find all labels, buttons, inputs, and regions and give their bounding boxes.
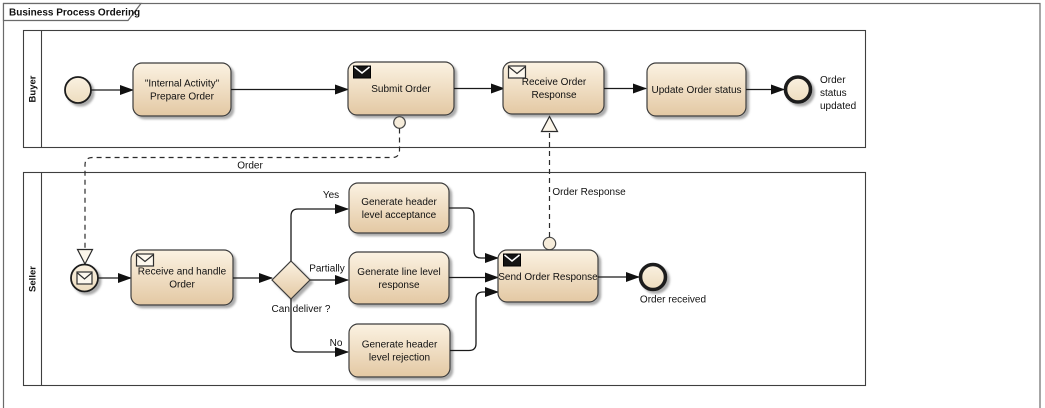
pool-buyer: Buyer <box>22 29 867 149</box>
end-event-seller[interactable] <box>638 262 668 292</box>
diagram-title-tab <box>2 2 143 22</box>
task-send-order-response-shape[interactable] <box>497 249 599 303</box>
pool-seller-border[interactable] <box>22 171 867 387</box>
pool-seller-label: Seller <box>28 266 39 292</box>
send-message-icon <box>503 253 521 267</box>
end-buyer-label-2: status <box>820 88 847 99</box>
task-prepare-order-label-1: "Internal Activity" <box>145 79 220 90</box>
message-flow-order[interactable] <box>84 128 401 249</box>
task-send-order-response-label: Send Order Response <box>498 272 598 283</box>
pool-seller: Seller <box>22 171 867 387</box>
task-update-order-status[interactable]: Update Order status <box>646 62 747 117</box>
message-flow-order-response-source-circle <box>542 236 557 251</box>
task-receive-handle-order-label-1: Receive and handle <box>138 267 227 278</box>
task-generate-acceptance-label-2: level acceptance <box>362 210 437 221</box>
sequence-flow-rejection-to-send[interactable] <box>450 287 499 352</box>
receive-message-icon <box>135 253 155 267</box>
task-prepare-order-shape[interactable] <box>132 62 232 117</box>
end-event-buyer[interactable] <box>783 75 813 104</box>
task-generate-line-response[interactable]: Generate line level response <box>348 251 450 305</box>
receive-message-icon <box>507 65 527 79</box>
task-generate-rejection-shape[interactable] <box>348 323 451 378</box>
message-start-event-seller[interactable] <box>70 263 99 293</box>
sequence-flow-acceptance-to-send[interactable] <box>449 207 499 263</box>
message-start-envelope-icon <box>76 271 93 285</box>
task-submit-order[interactable]: Submit Order <box>347 61 455 116</box>
message-flow-order-response-label: Order Response <box>552 187 626 198</box>
task-receive-handle-order[interactable]: Receive and handle Order <box>130 249 234 306</box>
task-receive-order-response-label-1: Receive Order <box>522 77 587 88</box>
task-generate-line-response-label-1: Generate line level <box>357 267 440 278</box>
task-generate-rejection[interactable]: Generate header level rejection <box>348 323 451 378</box>
task-prepare-order-label-2: Prepare Order <box>150 92 215 103</box>
task-prepare-order[interactable]: "Internal Activity" Prepare Order <box>132 62 232 117</box>
start-event-buyer[interactable] <box>64 76 92 104</box>
diagram-title: Business Process Ordering <box>9 8 140 19</box>
sequence-flow-yes-label: Yes <box>323 190 339 201</box>
task-submit-order-label: Submit Order <box>371 84 431 95</box>
message-flow-order-arrowhead <box>76 248 94 266</box>
task-generate-line-response-shape[interactable] <box>348 251 450 305</box>
task-generate-acceptance[interactable]: Generate header level acceptance <box>348 182 450 234</box>
message-flow-order-label-bg <box>231 159 269 171</box>
task-receive-order-response-label-2: Response <box>531 90 576 101</box>
task-generate-rejection-label-2: level rejection <box>369 353 430 364</box>
end-buyer-label-1: Order <box>820 75 846 86</box>
message-flow-order-response-arrowhead <box>540 115 559 133</box>
task-update-order-status-label: Update Order status <box>651 85 741 96</box>
task-generate-acceptance-shape[interactable] <box>348 182 450 234</box>
task-generate-acceptance-label-1: Generate header <box>361 197 437 208</box>
task-receive-order-response[interactable]: Receive Order Response <box>502 61 605 115</box>
gateway-can-deliver-label: Can deliver ? <box>272 304 331 315</box>
pool-buyer-label: Buyer <box>28 75 39 102</box>
task-send-order-response[interactable]: Send Order Response <box>497 249 599 303</box>
end-buyer-label-3: updated <box>820 101 856 112</box>
task-generate-rejection-label-1: Generate header <box>362 340 438 351</box>
end-event-buyer-label: Order status updated <box>820 75 856 112</box>
send-message-icon <box>353 65 371 79</box>
end-event-seller-label: Order received <box>640 295 706 306</box>
sequence-flow-no[interactable] <box>290 299 349 357</box>
task-generate-line-response-label-2: response <box>378 280 420 291</box>
sequence-flow-partially-label: Partially <box>309 264 345 275</box>
sequence-flow-yes[interactable] <box>290 204 349 261</box>
message-flow-order-source-circle <box>393 116 406 129</box>
sequence-flow-no-label: No <box>330 338 343 349</box>
pool-buyer-border[interactable] <box>22 29 867 149</box>
task-receive-handle-order-label-2: Order <box>169 280 195 291</box>
message-flow-order-label: Order <box>237 161 263 172</box>
